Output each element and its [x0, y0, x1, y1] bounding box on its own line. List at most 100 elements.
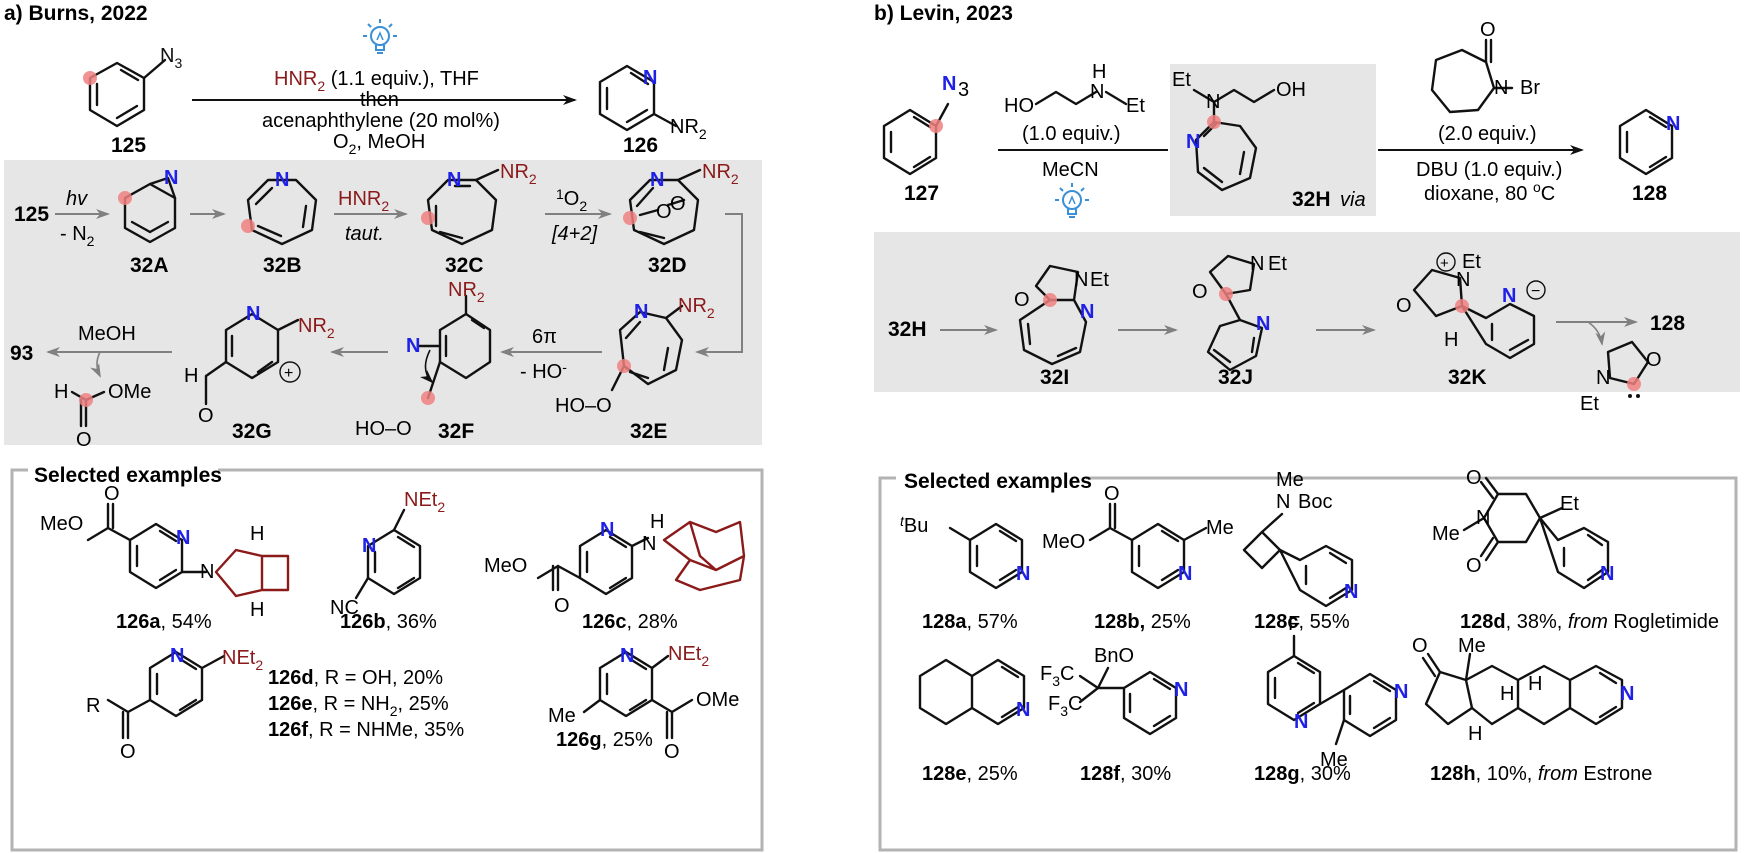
svg-text:N: N	[362, 535, 376, 557]
svg-text:O: O	[664, 741, 680, 763]
svg-text:126d, R = OH, 20%: 126d, R = OH, 20%	[268, 667, 443, 689]
example-128f: BnO F3C F3C N 128f, 30%	[1040, 645, 1188, 785]
svg-text:O: O	[1466, 555, 1482, 577]
methyl-formate: H OMe O	[54, 381, 151, 451]
svg-text:32J: 32J	[1218, 366, 1253, 389]
example-128g: F N N Me 128g, 30%	[1254, 613, 1408, 785]
svg-text:N: N	[1620, 683, 1634, 705]
svg-text:N: N	[170, 645, 184, 667]
svg-text:N: N	[634, 301, 648, 323]
hv-label: hv	[66, 188, 88, 210]
svg-text:126b, 36%: 126b, 36%	[340, 611, 437, 633]
svg-text:N: N	[942, 73, 956, 95]
minus-n2: - N2	[60, 223, 95, 249]
svg-text:N: N	[1016, 563, 1030, 585]
svg-text:126f, R = NHMe, 35%: 126f, R = NHMe, 35%	[268, 719, 464, 741]
svg-text:N: N	[1250, 253, 1264, 275]
svg-text:tBu: tBu	[900, 513, 928, 537]
svg-text:Boc: Boc	[1298, 491, 1332, 513]
structure-32B: N 32B	[241, 169, 318, 277]
svg-text:HO–O: HO–O	[555, 395, 612, 417]
svg-text:NEt2: NEt2	[404, 489, 445, 515]
svg-text:MeO: MeO	[1042, 531, 1085, 553]
svg-text:N: N	[246, 303, 260, 325]
cond-b-right-2: DBU (1.0 equiv.)	[1416, 159, 1562, 181]
svg-text:126a, 54%: 126a, 54%	[116, 611, 212, 633]
svg-text:N: N	[1090, 81, 1104, 103]
panel-a: a) Burns, 2022 N3 125 HNR2 (1.1 equiv.),…	[4, 2, 764, 852]
mech-start-125: 125	[14, 203, 49, 226]
svg-text:Me: Me	[1276, 469, 1304, 491]
compound-128: N 128	[1618, 108, 1680, 205]
svg-text:N: N	[1600, 563, 1614, 585]
svg-text:HO: HO	[1004, 95, 1034, 117]
svg-text:126e, R = NH2, 25%: 126e, R = NH2, 25%	[268, 693, 449, 719]
svg-text:N: N	[1476, 507, 1490, 529]
example-128c: N Me Boc N 128c, 55%	[1242, 469, 1358, 633]
svg-text:MeO: MeO	[484, 555, 527, 577]
svg-text:N: N	[600, 519, 614, 541]
svg-text:+: +	[1440, 255, 1449, 272]
example-128h: O Me H H H N 128h, 10%, from Estrone	[1412, 635, 1652, 785]
svg-text:Et: Et	[1126, 95, 1145, 117]
svg-text:O: O	[554, 595, 570, 617]
svg-text:O: O	[120, 741, 136, 763]
examples-title-b: Selected examples	[904, 470, 1092, 493]
structure-32G: N NR2 H O + 32G	[184, 303, 335, 443]
svg-text:Et: Et	[1090, 269, 1109, 291]
svg-text:N: N	[1344, 581, 1358, 603]
svg-text:N: N	[447, 169, 461, 191]
svg-text:H: H	[54, 381, 68, 403]
svg-text:N: N	[1080, 301, 1094, 323]
svg-text:R: R	[86, 695, 100, 717]
svg-text:H: H	[1468, 723, 1482, 745]
id-126: 126	[623, 134, 658, 157]
svg-text:N: N	[1276, 491, 1290, 513]
examples-title-a: Selected examples	[34, 464, 222, 487]
svg-text:N: N	[1666, 113, 1680, 135]
svg-text:128a, 57%: 128a, 57%	[922, 611, 1018, 633]
n-126: N	[643, 67, 657, 89]
compound-125: N3 125	[83, 45, 182, 157]
svg-text:32B: 32B	[263, 254, 302, 277]
svg-text:H: H	[184, 365, 198, 387]
meoh-label: MeOH	[78, 323, 136, 345]
svg-text:O: O	[1104, 483, 1120, 505]
hnr2-taut: HNR2	[338, 188, 389, 214]
svg-text:H: H	[250, 523, 264, 545]
example-128a: N tBu 128a, 57%	[900, 513, 1030, 633]
svg-text:O: O	[1480, 19, 1496, 41]
svg-text:128d, 38%, from Rogletimide: 128d, 38%, from Rogletimide	[1460, 611, 1719, 633]
cond-a-4: O2, MeOH	[333, 131, 425, 157]
light-bulb-icon	[362, 18, 398, 54]
light-bulb-icon-b	[1054, 182, 1090, 218]
svg-text:Et: Et	[1268, 253, 1287, 275]
cyclo-label: [4+2]	[551, 223, 597, 245]
svg-text:N: N	[1596, 367, 1610, 389]
svg-text:127: 127	[904, 182, 939, 205]
svg-text:H: H	[1500, 683, 1514, 705]
svg-text:O: O	[670, 193, 686, 215]
svg-text:H: H	[250, 599, 264, 621]
svg-text:N: N	[176, 527, 190, 549]
svg-text:N: N	[1494, 77, 1508, 99]
structure-32C: N NR2 32C	[421, 161, 537, 277]
svg-text:via: via	[1340, 189, 1366, 211]
svg-text:N: N	[1016, 699, 1030, 721]
reagent-nbromocaprolactam: O N Br	[1430, 19, 1540, 114]
cond-a-2: then	[360, 89, 399, 111]
svg-text:O: O	[76, 429, 92, 451]
svg-text:O: O	[1396, 295, 1412, 317]
svg-text:H: H	[1444, 329, 1458, 351]
svg-text:−: −	[1531, 283, 1540, 300]
oxazolidine-carbene: O N Et	[1580, 340, 1662, 415]
svg-text:Me: Me	[548, 705, 576, 727]
structure-32A: N 32A	[118, 167, 178, 277]
svg-text:N: N	[1456, 269, 1470, 291]
structure-32K: O N + Et H N − 32K	[1396, 251, 1546, 389]
svg-text:N: N	[1294, 711, 1308, 733]
example-126g: N NEt2 Me OMe O 126g, 25%	[548, 643, 739, 763]
svg-text:+: +	[284, 365, 293, 382]
svg-text:N: N	[1174, 679, 1188, 701]
structure-32J: O N Et N 32J	[1192, 253, 1287, 389]
